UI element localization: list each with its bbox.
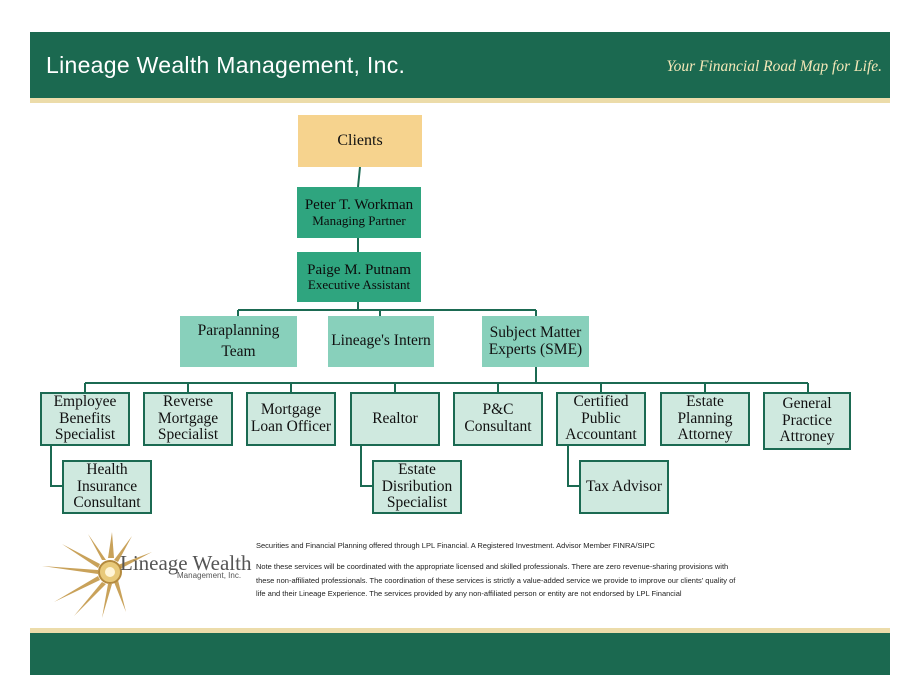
- company-tagline: Your Financial Road Map for Life.: [666, 58, 882, 75]
- cpa-line-2: Public: [581, 409, 621, 427]
- cpa-line-1: Certified: [573, 392, 629, 410]
- pc-consultant-box: P&C Consultant: [453, 392, 543, 446]
- disclaimer-body: Note these services will be coordinated …: [256, 562, 736, 598]
- mortgage-loan-line-1: Mortgage: [260, 401, 322, 419]
- estate-planning-line-2: Planning: [677, 409, 733, 427]
- company-title: Lineage Wealth Management, Inc.: [46, 52, 406, 78]
- estate-planning-line-1: Estate: [686, 392, 724, 410]
- footer-bar: [30, 633, 890, 675]
- reverse-mortgage-line-3: Specialist: [157, 426, 219, 444]
- managing-partner-name: Peter T. Workman: [304, 197, 414, 214]
- logo-subtitle: Management, Inc.: [177, 571, 242, 580]
- connector-health-insurance: [50, 446, 62, 487]
- estate-planning-line-3: Attorney: [677, 426, 733, 444]
- managing-partner-title: Managing Partner: [312, 212, 406, 228]
- logo-name: Lineage Wealth: [120, 551, 252, 575]
- cpa-box: Certified Public Accountant: [556, 392, 646, 446]
- company-logo: Lineage Wealth Management, Inc.: [40, 530, 251, 618]
- paraplanning-line-1: Paraplanning: [197, 321, 280, 339]
- cpa-line-3: Accountant: [565, 426, 637, 444]
- health-insurance-line-3: Consultant: [73, 494, 141, 512]
- executive-assistant-name: Paige M. Putnam: [307, 261, 411, 278]
- sme-line-1: Subject Matter: [489, 323, 582, 341]
- estate-distribution-line-3: Specialist: [386, 494, 448, 512]
- employee-benefits-line-2: Benefits: [59, 409, 111, 427]
- pc-consultant-line-2: Consultant: [464, 418, 532, 435]
- header-bar: Lineage Wealth Management, Inc. Your Fin…: [30, 32, 890, 98]
- sun-burst-icon: [42, 532, 152, 618]
- pc-consultant-line-1: P&C: [482, 401, 514, 419]
- health-insurance-line-2: Insurance: [76, 477, 138, 495]
- realtor-box: Realtor: [350, 392, 440, 446]
- reverse-mortgage-line-2: Mortgage: [157, 409, 219, 427]
- general-practice-attorney-box: General Practice Attroney: [763, 392, 851, 450]
- connector-clients-partner: [357, 166, 361, 188]
- sme-line-2: Experts (SME): [488, 340, 583, 358]
- health-insurance-consultant-box: Health Insurance Consultant: [62, 460, 152, 514]
- employee-benefits-line-3: Specialist: [54, 426, 116, 444]
- footer-stripe: [30, 628, 890, 633]
- estate-distribution-line-1: Estate: [398, 460, 436, 478]
- paraplanning-line-2: Team: [221, 342, 256, 360]
- general-practice-line-2: Practice: [782, 411, 832, 429]
- reverse-mortgage-box: Reverse Mortgage Specialist: [143, 392, 233, 446]
- health-insurance-line-1: Health: [86, 460, 128, 478]
- estate-distribution-line-2: Disribution: [381, 477, 453, 495]
- clients-box: Clients: [298, 115, 422, 167]
- mortgage-loan-line-2: Loan Officer: [250, 418, 332, 435]
- reverse-mortgage-line-1: Reverse: [163, 392, 213, 410]
- tax-advisor-box: Tax Advisor: [579, 460, 669, 514]
- general-practice-line-1: General: [782, 394, 832, 412]
- employee-benefits-box: Employee Benefits Specialist: [40, 392, 130, 446]
- clients-label: Clients: [337, 132, 383, 150]
- executive-assistant-title: Executive Assistant: [307, 277, 411, 293]
- mortgage-loan-officer-box: Mortgage Loan Officer: [246, 392, 336, 446]
- managing-partner-box: Peter T. Workman Managing Partner: [297, 187, 421, 238]
- sme-box: Subject Matter Experts (SME): [482, 316, 589, 367]
- disclaimer-title: Securities and Financial Planning offere…: [256, 541, 655, 550]
- estate-distribution-specialist-box: Estate Disribution Specialist: [372, 460, 462, 514]
- executive-assistant-box: Paige M. Putnam Executive Assistant: [297, 252, 421, 302]
- realtor-label: Realtor: [372, 409, 418, 427]
- disclaimer: Securities and Financial Planning offere…: [256, 541, 736, 601]
- connector-tax-advisor: [567, 446, 579, 487]
- intern-box: Lineage's Intern: [328, 316, 434, 367]
- general-practice-line-3: Attroney: [779, 428, 835, 446]
- header-stripe: [30, 98, 890, 103]
- intern-label: Lineage's Intern: [331, 332, 431, 350]
- connector-estate-distribution: [360, 446, 372, 487]
- estate-planning-attorney-box: Estate Planning Attorney: [660, 392, 750, 446]
- employee-benefits-line-1: Employee: [53, 392, 117, 410]
- paraplanning-team-box: Paraplanning Team: [180, 316, 297, 367]
- tax-advisor-label: Tax Advisor: [586, 477, 662, 495]
